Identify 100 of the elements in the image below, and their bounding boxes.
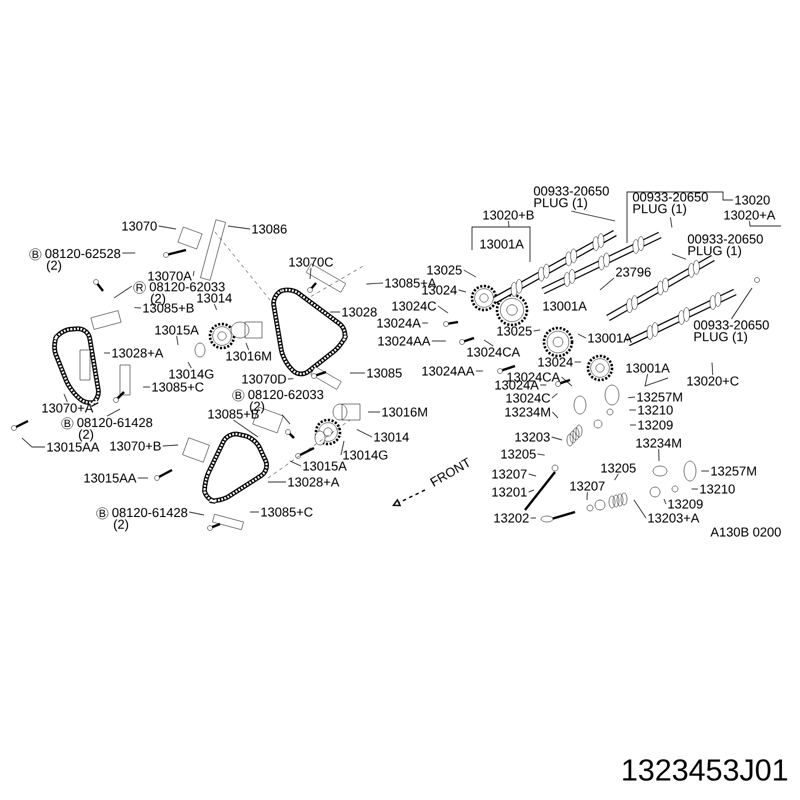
callout-number: 13257M <box>637 392 682 402</box>
callout-number: 13015A <box>155 325 199 335</box>
callout-number: 13001A <box>588 333 632 343</box>
leader-line <box>366 282 384 284</box>
callout-number: 13024AA <box>422 366 474 376</box>
callout-number: 00933-20650 PLUG (1) <box>534 186 609 210</box>
callout-number: 13209 <box>638 420 673 430</box>
leader-line <box>246 342 250 350</box>
callout-number: 13024CA <box>467 347 520 357</box>
leader-line <box>628 396 636 398</box>
callout-number: 13028 <box>342 307 377 317</box>
callout-number: 00933-20650 PLUG (1) <box>632 192 708 216</box>
leader-line <box>350 372 366 374</box>
leader-line <box>122 252 136 254</box>
leader-line <box>192 270 194 276</box>
callout-number: 13025 <box>427 265 462 275</box>
leader-line <box>537 454 545 456</box>
callout-number: 13024C <box>506 393 550 403</box>
leader-line <box>571 210 616 222</box>
leader-line <box>162 444 178 446</box>
leader-line <box>22 438 46 448</box>
callout-number: 13085+C <box>261 507 313 517</box>
leader-line <box>106 408 120 416</box>
callout-number: 13070+A <box>42 403 94 413</box>
leader-line <box>422 322 428 324</box>
callout-number: 13086 <box>252 224 287 234</box>
callout-number: 13207 <box>570 481 605 491</box>
leader-line <box>158 226 176 230</box>
callout-number: 13070D <box>242 374 286 384</box>
leader-line <box>472 220 530 262</box>
leader-line <box>134 307 142 308</box>
leader-line <box>701 470 710 472</box>
callout-number: 23796 <box>616 267 651 277</box>
callout-number: 13028+A <box>288 477 340 487</box>
leader-line <box>672 254 686 260</box>
leader-line <box>586 492 588 500</box>
leader-line <box>614 474 619 480</box>
leader-line <box>64 394 68 402</box>
callout-number: 13210 <box>638 405 673 415</box>
callout-number: 13014 <box>197 293 232 303</box>
leader-line <box>228 226 250 230</box>
leader-line <box>188 512 204 516</box>
leader-line <box>552 412 558 418</box>
callout-number: 13085+A <box>385 278 436 288</box>
leader-line <box>438 306 448 314</box>
leader-line <box>533 330 540 332</box>
leader-line <box>282 414 290 424</box>
callout-number: 13001A <box>480 239 524 249</box>
callout-number: 13202 <box>494 513 529 523</box>
leader-line <box>634 500 646 518</box>
leader-line <box>749 220 782 226</box>
callout-number: 13001A <box>543 301 587 311</box>
callout-number: 13024 <box>538 357 573 367</box>
callout-number: 13070A <box>148 271 192 281</box>
leader-line <box>114 286 132 298</box>
callout-number: 13024CA <box>507 372 560 382</box>
leader-line <box>561 376 572 386</box>
callout-number: 13024C <box>392 301 436 311</box>
callout-number: 13070+B <box>110 441 161 451</box>
callout-number: 13203+A <box>648 513 700 523</box>
leader-line <box>578 334 586 338</box>
callout-number: 13203 <box>515 432 550 442</box>
leader-line <box>214 304 217 310</box>
callout-number: 13024AA <box>378 336 430 346</box>
callout-number: 13015AA <box>47 442 100 452</box>
leader-line <box>540 384 547 386</box>
leader-line <box>340 440 344 456</box>
leader-line <box>731 288 752 320</box>
callout-number: 13205 <box>601 463 636 473</box>
leader-line <box>431 340 446 342</box>
callout-number: 13015A <box>303 461 347 471</box>
callout-number: 13024A <box>495 380 539 390</box>
leader-line <box>310 268 312 280</box>
callout-number: 13020+B <box>483 210 534 220</box>
callout-number: 13070C <box>289 257 334 267</box>
callout-number: 13016M <box>382 407 427 417</box>
leader-line <box>670 216 672 228</box>
caption-text: 1323453J01 <box>623 759 788 781</box>
callout-number: 13020+C <box>687 376 739 386</box>
leader-line <box>712 362 714 376</box>
callout-number: B 08120-62528 (2) <box>29 248 120 272</box>
leader-line <box>630 424 636 426</box>
leader-line <box>626 192 734 244</box>
callout-number: 13207 <box>492 469 527 479</box>
leader-line <box>691 488 698 490</box>
leader-line <box>552 393 558 398</box>
callout-number: 13085+B <box>143 303 194 313</box>
leader-line <box>600 278 614 290</box>
callout-number: 13024A <box>377 318 421 328</box>
leader-line <box>176 336 178 346</box>
leader-line <box>104 352 110 354</box>
leader-line <box>356 429 372 438</box>
callout-number: 13085 <box>367 368 402 378</box>
leader-line <box>664 498 666 504</box>
callout-number: 13024 <box>422 285 457 295</box>
callout-number: 13070 <box>122 221 157 231</box>
leader-line <box>288 378 294 380</box>
leader-line <box>476 370 484 372</box>
callout-number: 13020 <box>735 195 770 205</box>
callout-number: B 08120-61428 (2) <box>61 417 152 442</box>
